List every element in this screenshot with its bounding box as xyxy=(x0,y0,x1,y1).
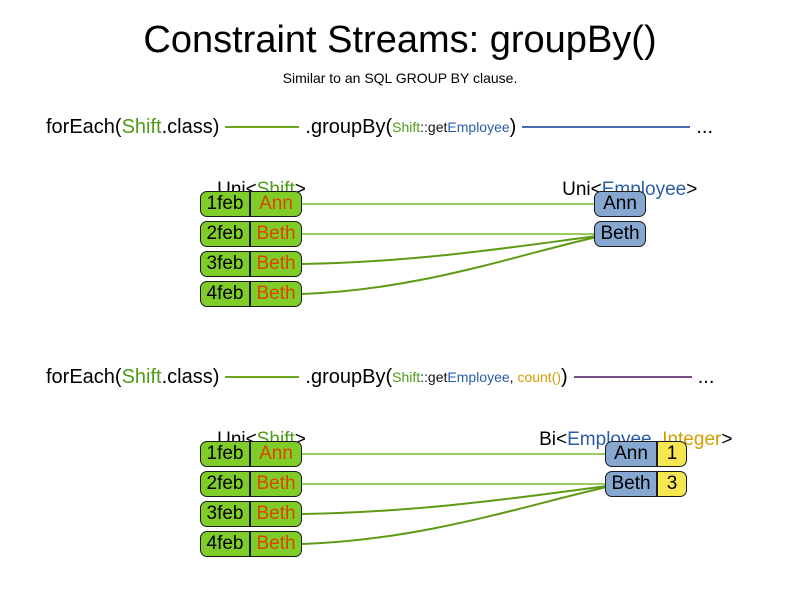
shift-tuple[interactable]: 1feb Ann xyxy=(200,441,302,467)
stream-connector-blue-1 xyxy=(522,126,691,128)
employee-count-tuple[interactable]: Ann 1 xyxy=(605,441,687,467)
code-ellipsis-2: ... xyxy=(697,366,715,388)
employee-count-cell: 1 xyxy=(657,441,687,467)
type-left-suffix-2: > xyxy=(294,429,306,450)
employee-name-cell: Ann xyxy=(594,191,646,217)
shift-employee-cell: Beth xyxy=(250,531,302,557)
shift-date-cell: 4feb xyxy=(200,281,250,307)
type-label-right-2: Bi<Employee, Integer> xyxy=(518,404,732,476)
page-subtitle: Similar to an SQL GROUP BY clause. xyxy=(282,70,518,86)
employee-count-cell: 3 xyxy=(657,471,687,497)
type-right-suffix-2: > xyxy=(721,429,733,450)
code-line-groupby-single: forEach(Shift.class) .groupBy(Shift::get… xyxy=(46,114,713,140)
shift-employee-cell: Beth xyxy=(250,251,302,277)
connector-shift3-beth xyxy=(301,235,598,265)
code-foreach-class: Shift xyxy=(121,116,162,138)
code-methodref-owner: Shift xyxy=(392,119,421,135)
employee-tuple[interactable]: Beth xyxy=(594,221,646,247)
connector-shift4-beth-2 xyxy=(301,486,608,545)
shift-tuple[interactable]: 4feb Beth xyxy=(200,281,302,307)
stream-connector-purple-2 xyxy=(573,376,692,378)
shift-employee-cell: Ann xyxy=(250,191,302,217)
shift-tuple[interactable]: 2feb Beth xyxy=(200,221,302,247)
code-methodref-prop: Employee xyxy=(447,119,510,135)
code-ellipsis-1: ... xyxy=(696,116,714,138)
shift-tuple[interactable]: 3feb Beth xyxy=(200,251,302,277)
code-collector-count: count() xyxy=(517,369,562,385)
shift-date-cell: 1feb xyxy=(200,441,250,467)
connector-shift4-beth xyxy=(301,236,598,295)
code-groupby-prefix: .groupBy( xyxy=(305,116,393,138)
type-right-prefix-2: Bi< xyxy=(539,429,568,450)
code-methodref-prop: Employee xyxy=(447,369,510,385)
code-arg-separator: , xyxy=(509,369,518,385)
shift-date-cell: 3feb xyxy=(200,501,250,527)
code-groupby-suffix: ) xyxy=(561,366,568,388)
code-methodref-sep: ::get xyxy=(420,369,448,385)
code-line-groupby-count: forEach(Shift.class) .groupBy(Shift::get… xyxy=(46,364,714,390)
code-foreach-suffix: .class) xyxy=(161,116,220,138)
code-groupby-prefix: .groupBy( xyxy=(305,366,393,388)
shift-employee-cell: Beth xyxy=(250,471,302,497)
shift-date-cell: 3feb xyxy=(200,251,250,277)
shift-employee-cell: Beth xyxy=(250,501,302,527)
code-groupby-suffix: ) xyxy=(509,116,517,138)
code-foreach-prefix: forEach( xyxy=(46,116,122,138)
employee-name-cell: Ann xyxy=(605,441,657,467)
shift-tuple[interactable]: 4feb Beth xyxy=(200,531,302,557)
employee-name-cell: Beth xyxy=(605,471,657,497)
stream-connector-green-2 xyxy=(225,376,300,378)
shift-tuple[interactable]: 1feb Ann xyxy=(200,191,302,217)
shift-employee-cell: Beth xyxy=(250,281,302,307)
type-right-suffix-1: > xyxy=(686,179,698,200)
code-foreach-class: Shift xyxy=(121,366,162,388)
type-right-prefix-1: Uni< xyxy=(562,179,602,200)
shift-date-cell: 2feb xyxy=(200,471,250,497)
shift-tuple[interactable]: 2feb Beth xyxy=(200,471,302,497)
shift-employee-cell: Beth xyxy=(250,221,302,247)
shift-date-cell: 1feb xyxy=(200,191,250,217)
code-methodref-sep: ::get xyxy=(420,119,448,135)
code-methodref-owner: Shift xyxy=(392,369,421,385)
code-foreach-prefix: forEach( xyxy=(46,366,122,388)
connector-shift3-beth-2 xyxy=(301,485,608,515)
code-foreach-suffix: .class) xyxy=(161,366,220,388)
shift-tuple[interactable]: 3feb Beth xyxy=(200,501,302,527)
employee-name-cell: Beth xyxy=(594,221,646,247)
shift-date-cell: 4feb xyxy=(200,531,250,557)
type-right-sep-2: , xyxy=(651,429,663,450)
page-title: Constraint Streams: groupBy() xyxy=(143,19,657,61)
employee-tuple[interactable]: Ann xyxy=(594,191,646,217)
employee-count-tuple[interactable]: Beth 3 xyxy=(605,471,687,497)
type-left-suffix-1: > xyxy=(294,179,306,200)
shift-date-cell: 2feb xyxy=(200,221,250,247)
stream-connector-green-1 xyxy=(225,126,300,128)
shift-employee-cell: Ann xyxy=(250,441,302,467)
